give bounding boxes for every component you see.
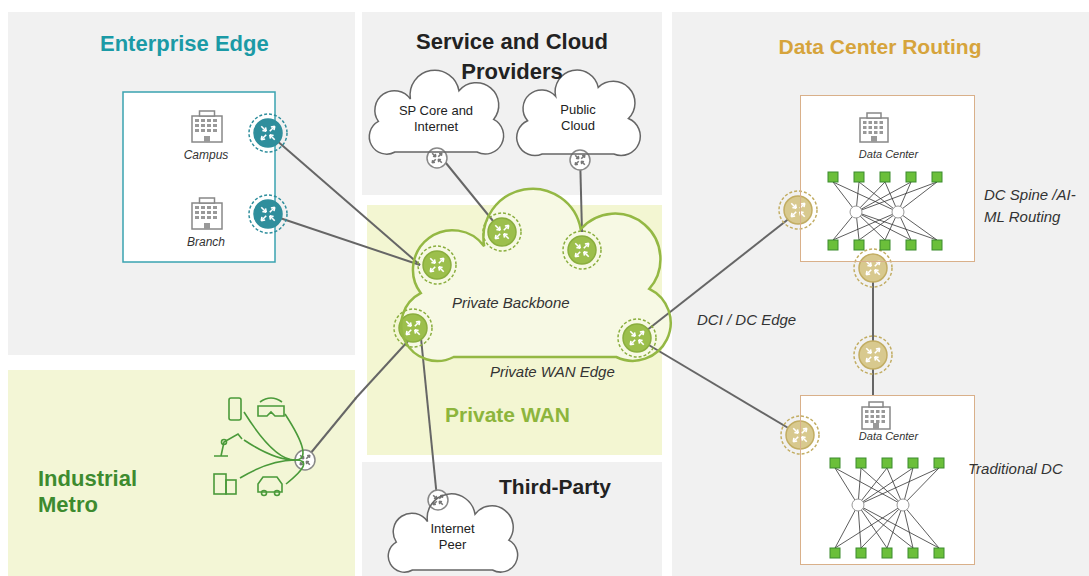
node-text: Private WAN [445,402,655,428]
annotation-label: Traditional DC [968,458,1084,480]
link-line [437,152,502,232]
site-node: Campus [175,105,268,167]
leaf-spine-fabric [828,172,942,250]
building-icon [860,113,888,142]
building-icon [862,402,890,429]
building-icon [192,111,222,142]
router-icon [394,309,432,347]
cloud-ground [401,189,670,361]
datacenter-box: Data Center [800,395,975,565]
enterprise-panel [8,12,355,355]
router-icon [428,490,448,510]
cloud-outline [401,189,670,361]
node-text: Industrial Metro [38,466,168,519]
router-icon [618,319,656,357]
router-icon [249,114,287,152]
metro-panel [8,370,355,576]
dc-ground [800,395,975,565]
building-icon [192,198,222,229]
router-icon [854,336,892,374]
region-panel: Private WAN Private Backbone [367,205,662,455]
link-line [420,328,438,508]
cloud-outline [517,70,641,155]
third-party-panel [362,462,662,576]
link-line [637,338,800,435]
link-wire [305,398,356,460]
backbone-cloud: Private Backbone [420,232,637,338]
leaf-spine-fabric [830,458,944,558]
dc-ground [800,95,975,262]
link-line [268,214,420,265]
region-panel: Enterprise EdgeCampusBranch [8,12,355,355]
router-icon [418,246,456,284]
router-icon [427,148,447,168]
region-panel: Service and Cloud Providers SP Core and I… [362,12,662,195]
cloud-node: Internet Peer [390,508,515,570]
datacenter-box: Data Center [800,95,975,262]
cloud-outline [369,70,503,154]
node-text: Data Center [801,430,976,443]
router-icon [854,249,892,287]
node-text: SP Core and Internet [394,103,478,134]
node-text: Internet Peer [420,521,485,552]
cloud-node: Public Cloud [522,80,634,154]
node-text: Branch [175,235,237,249]
annotation-label: DC Spine /AI-ML Routing [984,184,1084,228]
node-text: Third-Party [499,474,649,500]
node-text: Enterprise Edge [100,30,320,58]
node-text: Data Center [801,148,976,161]
router-icon [779,191,817,229]
provider-panel [362,12,662,195]
cloud-outline [388,494,517,572]
dc-panel [672,12,1089,576]
node-text: Public Cloud [546,102,610,133]
node-text: Data Center Routing [750,34,1010,60]
annotation-label: Private WAN Edge [490,361,650,383]
router-icon [249,195,287,233]
node-text: Service and Cloud Providers [382,27,642,88]
router-icon [570,150,590,170]
site-frame [123,92,275,262]
region-panel: Data Center RoutingData CenterData Cente… [672,12,1089,576]
site-node: Branch [175,195,268,252]
link-line [268,133,420,265]
cloud-outline [420,232,637,338]
cloud-node: SP Core and Internet [372,84,500,152]
region-panel: Industrial Metro [8,370,355,576]
annotation-label: DCI / DC Edge [697,309,807,331]
router-icon [483,213,521,251]
device-icons [214,398,304,496]
cloud-ground [388,494,517,572]
node-text: Campus [175,148,237,162]
node-text: Private Backbone [452,294,622,313]
router-icon [563,231,601,269]
region-panel: Third-PartyInternet Peer [362,462,662,576]
